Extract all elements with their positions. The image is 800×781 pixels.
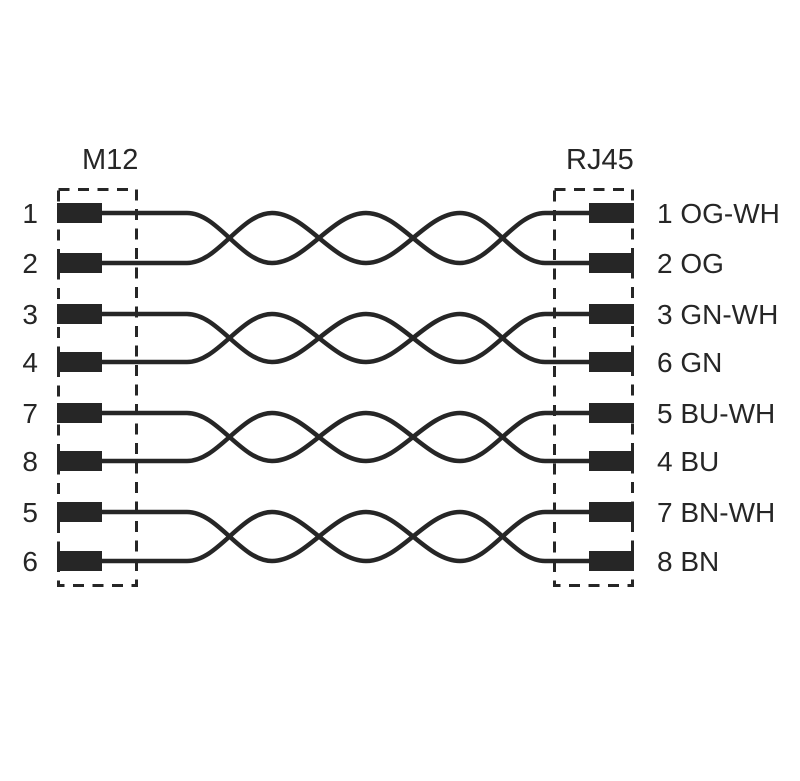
twisted-pair-wire [97, 311, 594, 365]
rj45-pin-label: 8 BN [657, 546, 719, 577]
rj45-pin-label: 1 OG-WH [657, 198, 780, 229]
m12-pin [57, 253, 102, 273]
rj45-connector-title: RJ45 [566, 144, 634, 176]
m12-pin-number: 1 [22, 198, 38, 229]
m12-pin-number: 4 [22, 347, 38, 378]
rj45-pin [589, 551, 634, 571]
twisted-pair-wire [97, 410, 594, 464]
m12-pin-number: 8 [22, 446, 38, 477]
twisted-pair-wire [97, 311, 594, 365]
twisted-pair-1 [97, 210, 594, 266]
m12-pin-number: 7 [22, 398, 38, 429]
m12-pin-number: 3 [22, 299, 38, 330]
twisted-pair-wire [97, 410, 594, 464]
m12-pin [57, 352, 102, 372]
m12-connector-title: M12 [82, 144, 138, 176]
twisted-pair-3 [97, 410, 594, 464]
m12-pin [57, 304, 102, 324]
rj45-pin-label: 6 GN [657, 347, 722, 378]
twisted-pair-wire [97, 210, 594, 266]
m12-pin [57, 551, 102, 571]
rj45-pin [589, 502, 634, 522]
rj45-pin [589, 451, 634, 471]
rj45-pin [589, 352, 634, 372]
rj45-pin [589, 253, 634, 273]
twisted-pair-wire [97, 509, 594, 564]
rj45-pin-label: 5 BU-WH [657, 398, 775, 429]
m12-pin [57, 403, 102, 423]
rj45-pin-label: 7 BN-WH [657, 497, 775, 528]
m12-pin [57, 502, 102, 522]
twisted-pair-2 [97, 311, 594, 365]
m12-pin-number: 5 [22, 497, 38, 528]
m12-pin-number: 6 [22, 546, 38, 577]
twisted-pair-wire [97, 509, 594, 564]
m12-connector-outline [57, 188, 138, 587]
m12-pin [57, 203, 102, 223]
m12-pin [57, 451, 102, 471]
m12-pin-number: 2 [22, 248, 38, 279]
twisted-pair-wire [97, 210, 594, 266]
rj45-pin-label: 3 GN-WH [657, 299, 778, 330]
twisted-pair-4 [97, 509, 594, 564]
rj45-pin-label: 4 BU [657, 446, 719, 477]
rj45-pin-label: 2 OG [657, 248, 724, 279]
rj45-pin [589, 304, 634, 324]
rj45-pin [589, 403, 634, 423]
rj45-pin [589, 203, 634, 223]
rj45-connector-outline [553, 188, 634, 587]
